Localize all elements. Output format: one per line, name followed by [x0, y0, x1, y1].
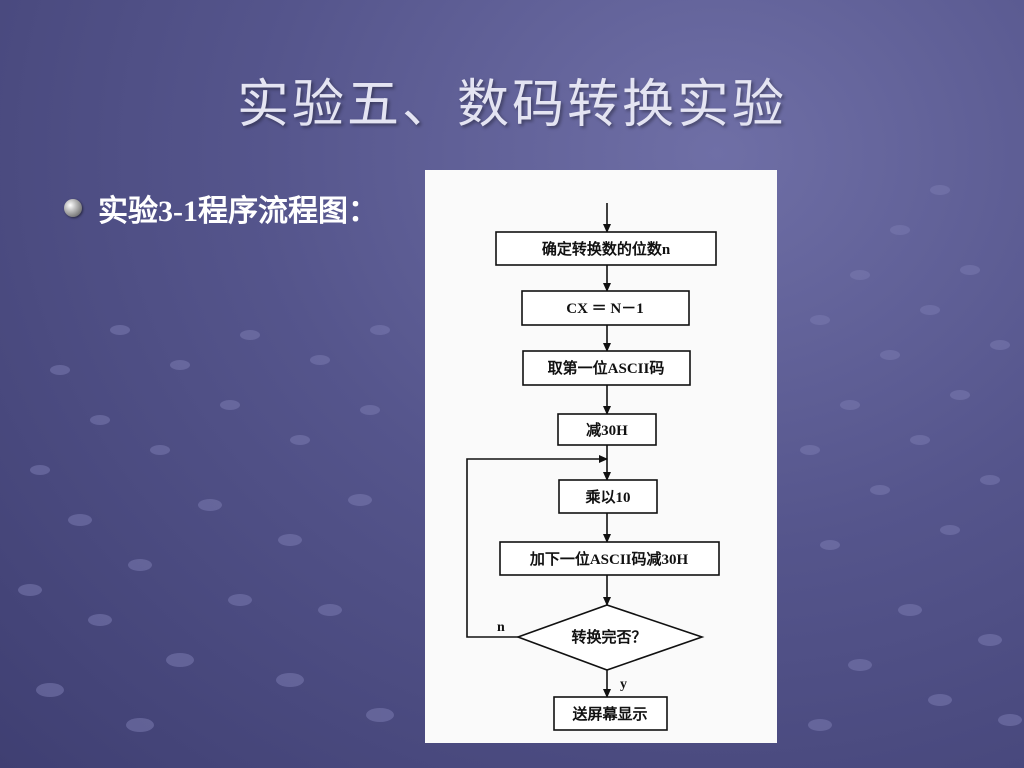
step-label-3: 取第一位ASCII码 — [548, 359, 665, 377]
slide-title: 实验五、数码转换实验 — [236, 75, 787, 135]
flowchart-diagram: 确定转换数的位数n CX ＝ N－1 取第一位ASCII码 减30H 乘以10 … — [466, 203, 720, 731]
step-box-4 — [557, 413, 657, 446]
end-box — [553, 696, 668, 731]
step-box-3 — [522, 350, 691, 386]
flowchart-panel: 确定转换数的位数n CX ＝ N－1 取第一位ASCII码 减30H 乘以10 … — [425, 170, 777, 743]
no-branch-label: n — [497, 620, 505, 635]
step-box-6 — [499, 541, 720, 576]
end-label: 送屏幕显示 — [571, 705, 647, 723]
step-label-6: 加下一位ASCII码减30H — [529, 550, 689, 568]
step-box-5 — [558, 479, 658, 514]
step-box-2 — [521, 290, 690, 326]
step-box-1 — [495, 231, 717, 266]
step-label-4: 减30H — [586, 421, 628, 439]
step-label-5: 乘以10 — [584, 488, 630, 506]
loop-back-arrow — [466, 455, 608, 638]
decision-label: 转换完否？ — [571, 628, 646, 646]
step-label-1: 确定转换数的位数n — [542, 240, 671, 258]
step-label-2: CX ＝ N－1 — [566, 301, 644, 317]
bullet-icon — [64, 199, 82, 217]
bullet-text: 实验3-1程序流程图： — [98, 195, 378, 228]
bullet-item: 实验3-1程序流程图： — [64, 186, 378, 230]
yes-branch-label: y — [620, 677, 627, 692]
